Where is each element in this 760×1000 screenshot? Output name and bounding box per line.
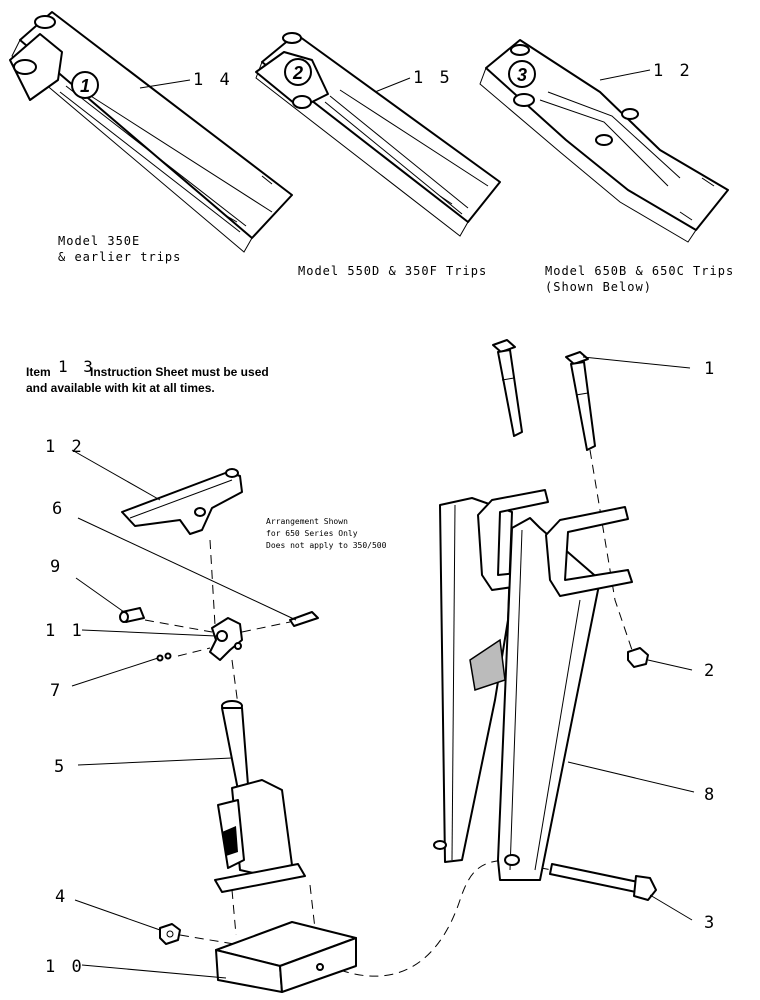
instruction-prefix: Item (26, 365, 51, 379)
saddle-12 (121, 468, 243, 535)
instruction-line1: Instruction Sheet must be used (90, 365, 269, 379)
bracket-marker-1: 1 (71, 71, 99, 99)
callout-10: 1 0 (45, 957, 85, 977)
bolt-1-right (565, 351, 596, 451)
callout-1: 1 (704, 359, 717, 379)
trip-bracket-550d: 2 1 5 (255, 32, 501, 237)
arrangement-note-line1: Arrangement Shown (266, 517, 348, 526)
bracket-marker-2: 2 (284, 58, 312, 86)
callout-2: 2 (704, 661, 717, 681)
clip-6 (289, 611, 319, 627)
callout-8: 8 (704, 785, 717, 805)
arrangement-note: Arrangement Shown for 650 Series Only Do… (266, 517, 387, 550)
instruction-line2: and available with kit at all times. (26, 381, 215, 395)
washers-7 (156, 652, 172, 662)
callout-12: 1 2 (45, 437, 85, 457)
bracket-part-label-2: 1 5 (413, 68, 453, 88)
base-box-10 (215, 921, 357, 993)
swivel-11 (209, 617, 243, 661)
bracket-marker-2-number: 2 (292, 63, 303, 83)
caption-650-line2: (Shown Below) (545, 280, 652, 294)
pin-9 (119, 607, 145, 623)
callout-4: 4 (55, 887, 68, 907)
arrangement-note-line2: for 650 Series Only (266, 529, 358, 538)
bracket-marker-3: 3 (508, 60, 536, 88)
caption-650-line1: Model 650B & 650C Trips (545, 264, 734, 278)
arrangement-note-line3: Does not apply to 350/500 (266, 541, 387, 550)
caption-350e-line1: Model 350E (58, 234, 140, 248)
bracket-part-label-1: 1 4 (193, 70, 233, 90)
callouts: 1 2 3 4 5 6 7 8 9 1 0 1 1 1 2 (45, 356, 717, 979)
bracket-marker-1-number: 1 (80, 76, 90, 96)
bracket-part-label-3: 1 2 (653, 61, 693, 81)
callout-7: 7 (50, 681, 63, 701)
callout-3: 3 (704, 913, 717, 933)
instruction-note: Item 1 3 Instruction Sheet must be used … (26, 357, 269, 395)
bracket-marker-3-number: 3 (517, 65, 527, 85)
jack-5 (214, 700, 306, 893)
bolt-3 (549, 863, 657, 901)
trip-leg-rear (439, 489, 549, 863)
callout-11: 1 1 (45, 621, 85, 641)
assembly-lines (144, 449, 633, 977)
caption-350e-line2: & earlier trips (58, 250, 181, 264)
nut-2 (627, 647, 649, 668)
bolt-1-left (492, 339, 523, 437)
nut-4 (159, 923, 181, 945)
trip-bracket-350e: 1 1 4 (9, 11, 293, 253)
callout-5: 5 (54, 757, 67, 777)
callout-6: 6 (52, 499, 65, 519)
trip-leg-front (433, 506, 633, 881)
caption-550d: Model 550D & 350F Trips (298, 264, 487, 278)
instruction-item-number: 1 3 (58, 357, 96, 376)
trip-bracket-650b: 3 1 2 (479, 39, 729, 243)
callout-9: 9 (50, 557, 63, 577)
